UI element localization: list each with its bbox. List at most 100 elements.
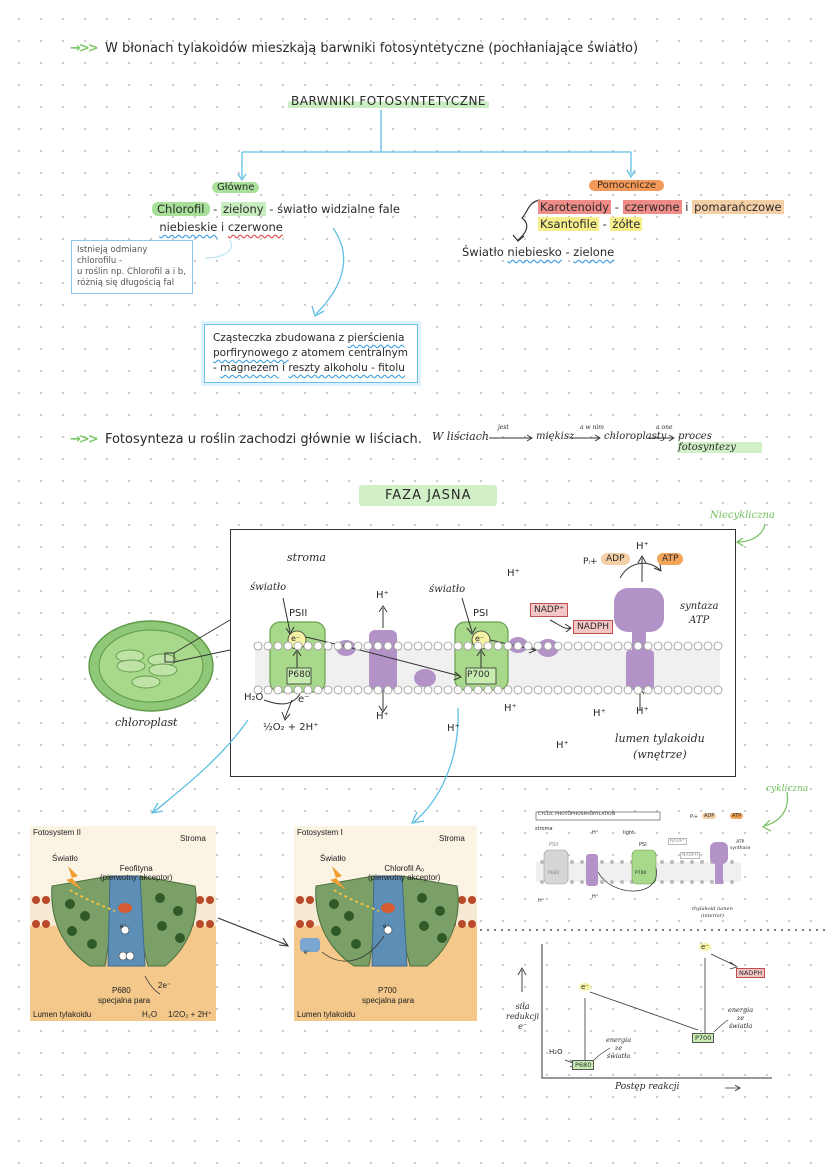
diag-light2-label: światło	[429, 584, 466, 595]
main-pigments-desc: Chlorofil - zielony - światło widzialne …	[152, 200, 400, 236]
lipid-head	[343, 641, 353, 651]
aux-pigments-desc: Karotenoidy - czerwone i pomarańczowe Ks…	[538, 200, 784, 231]
photosystem-ii-panel: Fotosystem II Stroma Światło Feofityna (…	[30, 826, 216, 1021]
lipid-head	[323, 685, 333, 695]
lipid-head	[433, 685, 443, 695]
lipid-head	[603, 641, 613, 651]
intro-line: →>> W błonach tylakoidów mieszkają barwn…	[70, 41, 638, 56]
lipid-head	[503, 641, 513, 651]
lipid-head	[633, 685, 643, 695]
lipid-head	[373, 641, 383, 651]
lipid-head	[613, 641, 623, 651]
lipid-head	[613, 685, 623, 695]
leaves-text: Fotosynteza u roślin zachodzi głównie w …	[104, 432, 422, 447]
diag-e3: e⁻	[298, 694, 310, 705]
main-pigments-label: Główne	[212, 182, 260, 193]
lipid-head	[463, 641, 473, 651]
energy-axes-and-path	[517, 944, 772, 1092]
chlorophyll-structure-box: Cząsteczka zbudowana z pierścienia porfi…	[204, 324, 418, 383]
lipid-head	[483, 641, 493, 651]
lipid-head	[443, 685, 453, 695]
lipid-head	[563, 685, 573, 695]
lipid-head	[413, 685, 423, 695]
diag-h2: H⁺	[376, 711, 389, 722]
leaves-line: →>> Fotosynteza u roślin zachodzi główni…	[70, 432, 422, 447]
diag-p680: P680	[288, 670, 311, 680]
lipid-head	[523, 641, 533, 651]
pigments-title: BARWNIKI FOTOSYNTETYCZNE	[288, 90, 490, 109]
lipid-head	[513, 641, 523, 651]
lipid-head	[423, 641, 433, 651]
lipid-head	[373, 685, 383, 695]
lipid-head	[493, 641, 503, 651]
diag-e1: e⁻	[291, 634, 301, 643]
lipid-head	[573, 641, 583, 651]
lipid-head	[533, 641, 543, 651]
lipid-head	[543, 685, 553, 695]
lipid-head	[693, 641, 703, 651]
lipid-head	[253, 685, 263, 695]
lipid-head	[463, 685, 473, 695]
lipid-head	[653, 685, 663, 695]
lipid-head	[683, 641, 693, 651]
leaf-process-chain: W liściach jest miękisz a w nim chloropl…	[432, 424, 762, 453]
lipid-head	[623, 641, 633, 651]
lipid-head	[343, 685, 353, 695]
bullet-arrow-icon: →>>	[70, 432, 99, 447]
aux-pigments-label: Pomocnicze	[589, 180, 665, 191]
lipid-head	[483, 685, 493, 695]
lipid-head	[253, 641, 263, 651]
lipid-head	[573, 685, 583, 695]
diag-atp: ATP	[657, 553, 684, 565]
lipid-head	[603, 685, 613, 695]
diag-lumen-label: lumen tylakoidu (wnętrze)	[615, 732, 705, 761]
atp-synthase	[614, 588, 664, 690]
lipid-head	[493, 685, 503, 695]
lipid-head	[453, 685, 463, 695]
psi-illustration	[294, 826, 477, 1021]
lipid-head	[273, 685, 283, 695]
phase-title: FAZA JASNA	[359, 484, 498, 506]
diag-nadph: NADPH	[573, 620, 614, 634]
lipid-head	[363, 641, 373, 651]
cyclic-label: cykliczna	[766, 784, 809, 794]
lipid-head	[503, 685, 513, 695]
lipid-head	[633, 641, 643, 651]
lipid-head	[673, 685, 683, 695]
lipid-head	[693, 685, 703, 695]
diag-adp: ADP	[601, 553, 630, 565]
lipid-head	[353, 641, 363, 651]
lipid-head	[263, 685, 273, 695]
lipid-head	[453, 641, 463, 651]
diag-p700: P700	[467, 670, 490, 680]
diag-pi: Pᵢ+	[583, 557, 598, 567]
lipid-head	[413, 641, 423, 651]
diag-o2: ½O₂ + 2H⁺	[263, 722, 319, 733]
lipid-head	[293, 641, 303, 651]
lipid-head	[403, 685, 413, 695]
lipid-head	[553, 685, 563, 695]
lipid-head	[333, 685, 343, 695]
lipid-head	[473, 685, 483, 695]
noncyclic-arrow	[735, 523, 766, 547]
lipid-head	[283, 641, 293, 651]
photosystem-i-panel: Fotosystem I Stroma Światło Chlorofil A₀…	[294, 826, 477, 1021]
diag-h8: H⁺	[636, 706, 649, 717]
cyclic-mini-diagram: CYCLIC PHOTOPHOSPHORYLATION stroma light…	[532, 808, 750, 923]
energy-diagram: siła redukcji e⁻ Postęp reakcji e⁻ e⁻ NA…	[500, 940, 800, 1100]
lipid-head	[313, 685, 323, 695]
diag-light1-label: światło	[250, 582, 287, 593]
chlorophyll-variants-note: Istnieją odmiany chlorofilu - u roślin n…	[71, 240, 193, 294]
lipid-head	[583, 641, 593, 651]
lipid-head	[403, 641, 413, 651]
lipid-head	[473, 641, 483, 651]
lipid-head	[533, 685, 543, 695]
diag-h9: H⁺	[636, 541, 649, 552]
lipid-head	[333, 641, 343, 651]
lipid-head	[663, 641, 673, 651]
lipid-head	[703, 685, 713, 695]
noncyclic-label: Niecykliczna	[710, 510, 775, 521]
intro-text: W błonach tylakoidów mieszkają barwniki …	[104, 41, 639, 56]
diag-h6: H⁺	[593, 708, 606, 719]
